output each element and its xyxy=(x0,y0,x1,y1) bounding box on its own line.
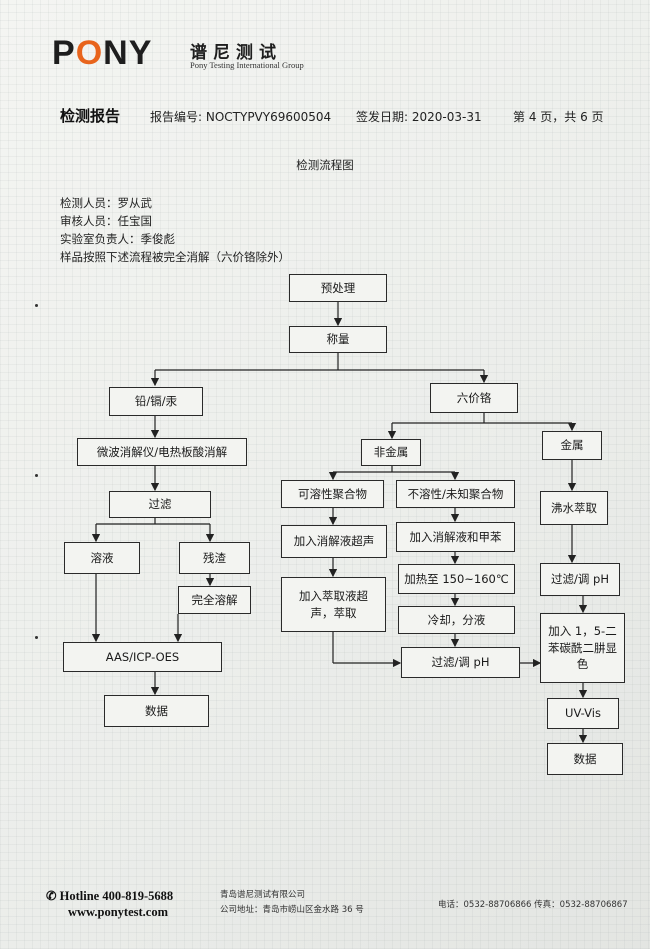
flow-step-filter-ph-right: 过滤/调 pH xyxy=(540,563,620,596)
flow-step-pb-cd-hg: 铅/镉/汞 xyxy=(109,387,203,416)
flow-step-add-extract-ultrasonic: 加入萃取液超声，萃取 xyxy=(281,577,386,632)
flow-step-solution: 溶液 xyxy=(64,542,140,574)
flow-step-microwave-digestion: 微波消解仪/电热板酸消解 xyxy=(77,438,247,466)
website: www.ponytest.com xyxy=(68,905,168,919)
issue-date: 签发日期: 2020-03-31 xyxy=(356,110,482,124)
digestion-note: 样品按照下述流程被完全消解（六价铬除外） xyxy=(60,250,290,264)
flow-step-add-digest-toluene: 加入消解液和甲苯 xyxy=(396,522,515,552)
lab-head: 实验室负责人：季俊彪 xyxy=(60,232,175,246)
hotline: ✆ Hotline 400-819-5688 xyxy=(46,889,174,903)
report-title: 检测报告 xyxy=(60,107,121,125)
flow-step-complete-dissolution: 完全溶解 xyxy=(178,586,251,614)
tester: 检测人员：罗从武 xyxy=(60,196,152,210)
flow-step-soluble-polymer: 可溶性聚合物 xyxy=(281,480,384,508)
flow-step-filter-ph-middle: 过滤/调 pH xyxy=(401,647,520,678)
flow-step-data-left: 数据 xyxy=(104,695,209,727)
flow-step-uv-vis: UV-Vis xyxy=(547,698,619,729)
flow-step-pretreatment: 预处理 xyxy=(289,274,387,302)
flow-step-metal: 金属 xyxy=(542,431,602,460)
footer-contact: 电话：0532-88706866 传真：0532-88706867 xyxy=(438,900,628,910)
flow-step-cr6: 六价铬 xyxy=(430,383,518,413)
flow-step-weighing: 称量 xyxy=(289,326,387,353)
punch-mark xyxy=(35,636,38,639)
flow-step-nonmetal: 非金属 xyxy=(361,439,421,466)
footer-address: 公司地址：青岛市崂山区金水路 36 号 xyxy=(220,905,364,915)
punch-mark xyxy=(35,304,38,307)
flow-step-aas-icp-oes: AAS/ICP-OES xyxy=(63,642,222,672)
page-number: 第 4 页，共 6 页 xyxy=(513,110,604,124)
footer-company: 青岛谱尼测试有限公司 xyxy=(220,890,306,900)
flow-step-cool-separate: 冷却，分液 xyxy=(398,606,515,634)
flow-step-add-dpc: 加入 1，5-二苯碳酰二肼显色 xyxy=(540,613,625,683)
flow-step-heat: 加热至 150~160℃ xyxy=(398,564,515,594)
company-name-cn: 谱尼测试 xyxy=(190,43,282,63)
flow-step-insoluble-polymer: 不溶性/未知聚合物 xyxy=(396,480,515,508)
flow-chart-title: 检测流程图 xyxy=(296,158,354,172)
punch-mark xyxy=(35,474,38,477)
phone-icon: ✆ xyxy=(46,889,60,903)
report-number: 报告编号: NOCTYPVY69600504 xyxy=(150,110,332,124)
flow-step-add-digest-ultrasonic: 加入消解液超声 xyxy=(281,525,387,558)
flow-step-filter: 过滤 xyxy=(109,491,211,518)
flow-step-data-right: 数据 xyxy=(547,743,623,775)
pony-logo: PONY xyxy=(52,34,153,72)
flow-step-boiling-water-extraction: 沸水萃取 xyxy=(540,491,608,525)
flow-step-residue: 残渣 xyxy=(179,542,250,574)
company-name-en: Pony Testing International Group xyxy=(190,60,304,70)
reviewer: 审核人员：任宝国 xyxy=(60,214,152,228)
